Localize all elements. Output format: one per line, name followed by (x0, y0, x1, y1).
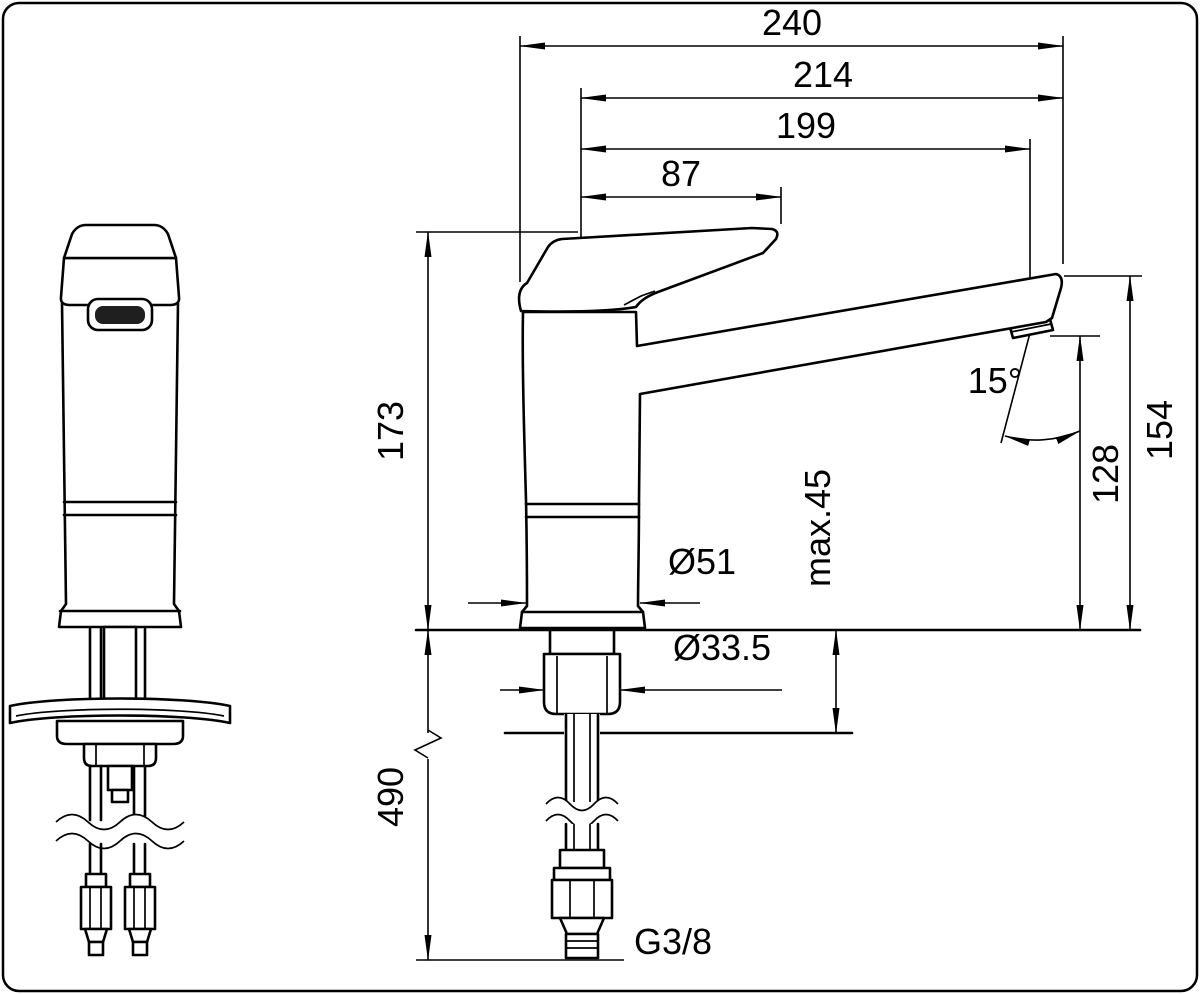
dim-height-154: 154 (1064, 275, 1180, 631)
thread-tip (564, 932, 600, 960)
mounting-bracket (542, 652, 622, 716)
dim-154-label: 154 (1139, 400, 1180, 460)
front-view (8, 223, 232, 957)
dim-g38-label: G3/8 (634, 921, 712, 962)
aerator-face-line (1010, 323, 1052, 333)
hose-mask (564, 824, 600, 850)
escutcheon-foot (55, 719, 185, 746)
spout-outlet-slot (95, 306, 145, 324)
faucet-body-and-spout (518, 272, 1064, 630)
side-view (414, 226, 1142, 960)
dim-128-label: 128 (1085, 444, 1126, 504)
dim-deck-max45: max.45 (797, 469, 840, 734)
center-fitting-tip (110, 788, 130, 804)
dim-reach-214: 214 (580, 54, 1064, 246)
break-mask (417, 733, 439, 759)
break-wave (545, 796, 619, 812)
dim-height-128: 128 (1050, 335, 1126, 631)
dim-dia335-label: Ø33.5 (673, 627, 771, 668)
center-fitting (106, 764, 134, 792)
dim-lever-87: 87 (580, 153, 782, 224)
dim-hole-diameter-33-5: Ø33.5 (500, 627, 782, 694)
break-wave (55, 813, 185, 831)
faucet-body-front (57, 301, 183, 629)
dim-overall-240: 240 (519, 2, 1064, 282)
connector-taper (558, 916, 606, 936)
handle-skirt (59, 256, 181, 307)
break-symbol (413, 729, 443, 759)
angle-arc (1004, 430, 1081, 446)
mounting-shank-front (102, 625, 138, 705)
hose-collar (558, 848, 606, 870)
mounting-bracket-front (82, 742, 158, 768)
dim-max45-label: max.45 (797, 469, 838, 587)
dim-173-label: 173 (370, 401, 411, 461)
escutcheon-curve-line (15, 708, 225, 717)
dim-15deg-label: 15° (968, 360, 1022, 401)
dim-199-label: 199 (776, 105, 836, 146)
dim-body-diameter-51: Ø51 (468, 541, 736, 607)
hose-flange (552, 866, 612, 882)
mounting-shank (548, 628, 616, 656)
handle-pivot-line (623, 290, 656, 306)
dim-240-label: 240 (762, 2, 822, 43)
dim-87-label: 87 (661, 153, 701, 194)
hose-mask (564, 714, 600, 802)
escutcheon-plate (8, 697, 232, 725)
dim-thread-g38: G3/8 (634, 921, 712, 962)
break-wave (55, 832, 185, 850)
dim-214-label: 214 (793, 54, 853, 95)
dim-hose-490: 490 (370, 629, 624, 961)
dim-490-label: 490 (370, 767, 411, 827)
connector-nut (550, 878, 614, 920)
dim-height-173: 173 (370, 231, 578, 631)
lever-handle (517, 226, 779, 313)
dim-dia51-label: Ø51 (668, 541, 736, 582)
break-band (546, 797, 618, 828)
handle-cap (62, 223, 178, 260)
dim-spout-angle-15: 15° (968, 294, 1081, 446)
